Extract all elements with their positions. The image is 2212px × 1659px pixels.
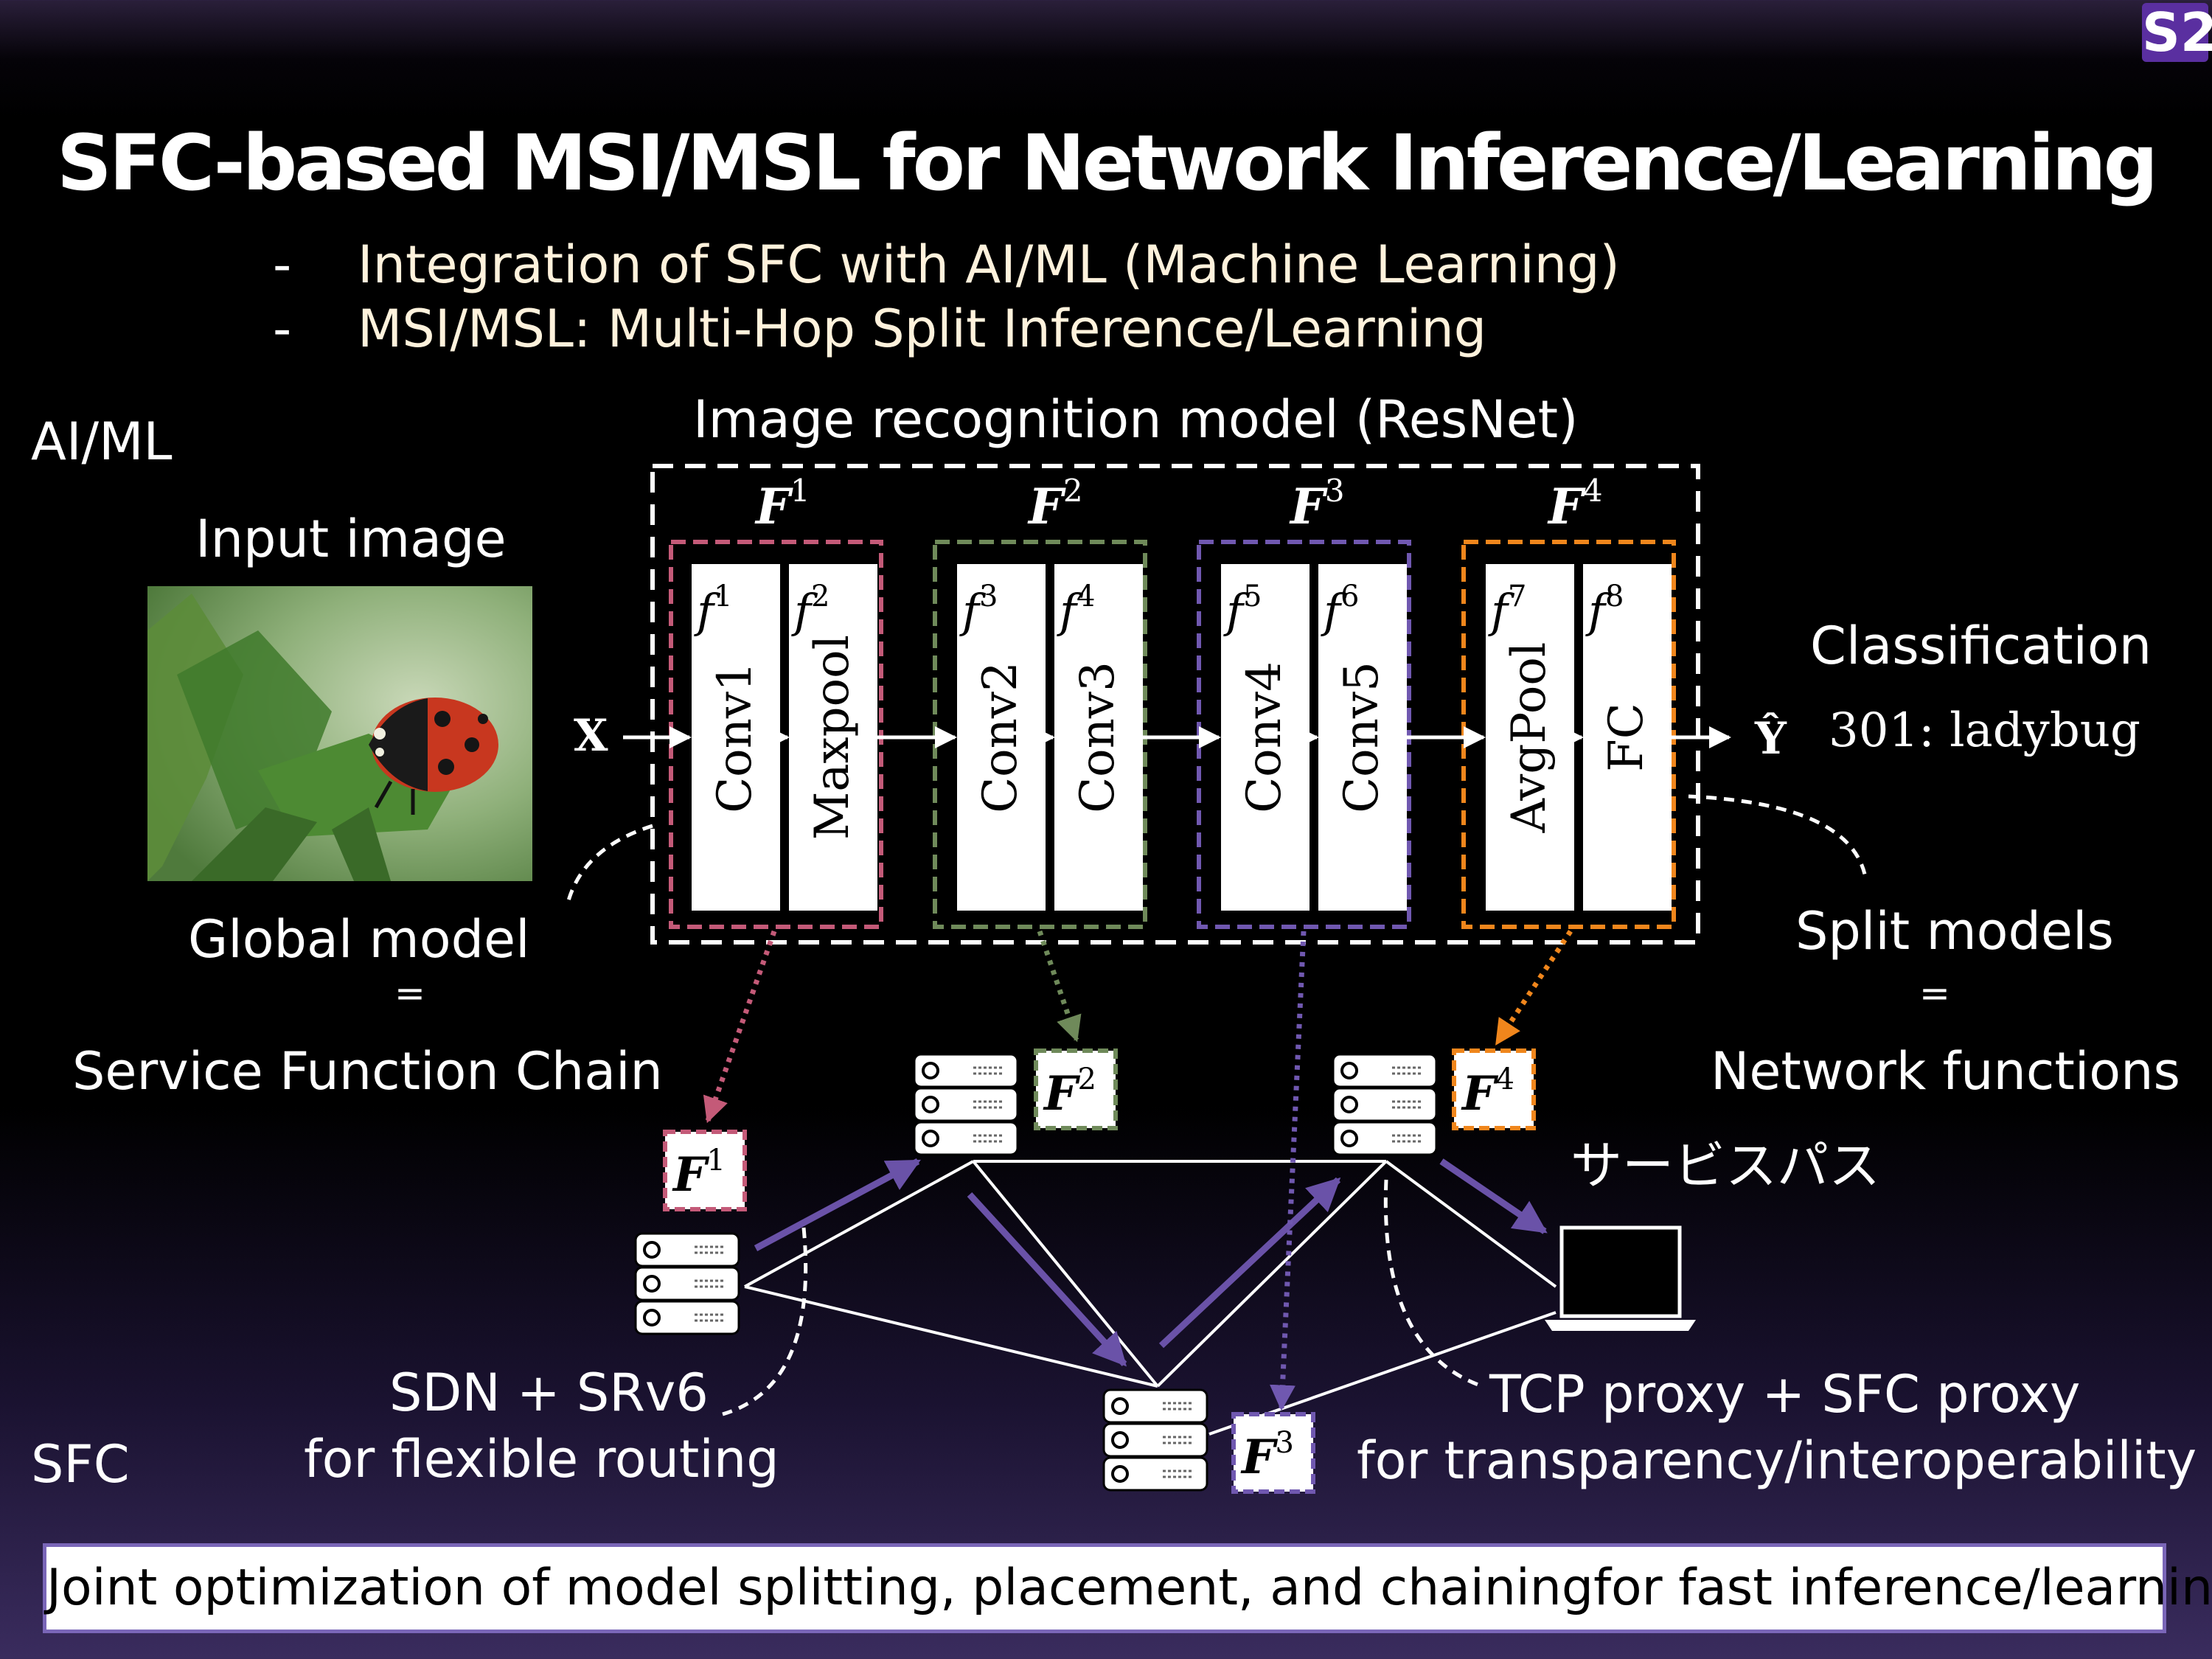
bullet-text: Integration of SFC with AI/ML (Machine L… — [358, 234, 1620, 295]
layer-name-7: AvgPool — [1502, 642, 1557, 834]
classification-label: Classification — [1810, 616, 2152, 676]
bullet-text: MSI/MSL: Multi-Hop Split Inference/Learn… — [358, 299, 1487, 359]
split-models-label: Split models — [1795, 901, 2114, 961]
layer-box-4 — [1054, 564, 1143, 911]
group-label-f1: F1 — [754, 473, 810, 535]
output-label: 301: ladybug — [1829, 703, 2140, 758]
layer-name-5: Conv4 — [1237, 661, 1292, 813]
svg-text:F4: F4 — [1461, 1062, 1514, 1121]
tag-f2 — [1034, 1048, 1118, 1130]
sfc-label: SFC — [31, 1434, 130, 1495]
split-models-equals: = — [1919, 972, 1950, 1015]
layer-name-4: Conv3 — [1071, 661, 1125, 813]
global-model-equals: = — [394, 972, 425, 1015]
server-icon-b — [913, 1053, 1019, 1156]
layer-name-3: Conv2 — [973, 661, 1028, 813]
aiml-label: AI/ML — [31, 411, 173, 472]
global-model-pointer — [566, 824, 653, 904]
sdn-label-line1: SDN + SRv6 — [389, 1363, 709, 1423]
layer-name-6: Conv5 — [1335, 661, 1389, 813]
sdn-pointer — [722, 1227, 808, 1416]
service-path-label: サービスパス — [1571, 1135, 1880, 1196]
layer-box-6 — [1318, 564, 1407, 911]
group-label-f4: F4 — [1547, 473, 1603, 535]
laptop-icon — [1545, 1225, 1696, 1331]
tag-f1 — [663, 1130, 747, 1211]
bullet-1: - Integration of SFC with AI/ML (Machine … — [273, 234, 1620, 295]
bullet-2: - MSI/MSL: Multi-Hop Split Inference/Lear… — [273, 299, 1486, 359]
tcp-pointer — [1383, 1179, 1483, 1388]
logo: S2 — [2142, 1, 2212, 63]
tag-f4 — [1452, 1048, 1536, 1130]
layer-box-1 — [692, 564, 780, 911]
input-image-label: Input image — [195, 509, 507, 569]
group-label-f3: F3 — [1289, 473, 1345, 535]
layer-f-7: f7 — [1488, 580, 1526, 638]
server-icon-d — [1102, 1388, 1208, 1492]
global-model-label: Global model — [188, 909, 530, 970]
layer-box-7 — [1486, 564, 1574, 911]
layer-box-5 — [1221, 564, 1310, 911]
sdn-label-line2: for flexible routing — [304, 1429, 779, 1489]
ladybug-photo — [147, 586, 532, 881]
output-symbol: Ŷ — [1754, 712, 1787, 765]
layer-box-8 — [1583, 564, 1672, 911]
svg-text:F1: F1 — [672, 1144, 726, 1203]
model-outer-box — [650, 464, 1700, 945]
bullet-dash: - — [273, 234, 292, 295]
input-symbol: X — [574, 710, 608, 762]
svg-text:F2: F2 — [1043, 1062, 1096, 1121]
bullet-dash: - — [273, 299, 292, 359]
tcp-label-line2: for transparency/interoperability — [1357, 1430, 2197, 1491]
split-models-pointer — [1688, 794, 1868, 878]
layer-name-8: FC — [1599, 703, 1654, 771]
tag-f3 — [1231, 1412, 1315, 1494]
layer-name-2: Maxpool — [805, 635, 860, 840]
group-label-f2: F2 — [1027, 473, 1083, 535]
layer-box-3 — [957, 564, 1046, 911]
model-title: Image recognition model (ResNet) — [693, 389, 1579, 450]
layer-name-1: Conv1 — [708, 661, 762, 813]
footer-banner: Joint optimization of model splitting, p… — [43, 1543, 2212, 1633]
layer-box-2 — [789, 564, 877, 911]
svg-text:F3: F3 — [1240, 1426, 1294, 1485]
server-icon-c — [1332, 1053, 1438, 1156]
service-function-chain-label: Service Function Chain — [72, 1041, 663, 1102]
server-icon-a — [634, 1232, 740, 1335]
network-functions-label: Network functions — [1711, 1041, 2180, 1102]
tcp-label-line1: TCP proxy + SFC proxy — [1489, 1364, 2081, 1425]
slide-title: SFC-based MSI/MSL for Network Inference/… — [56, 118, 2158, 208]
